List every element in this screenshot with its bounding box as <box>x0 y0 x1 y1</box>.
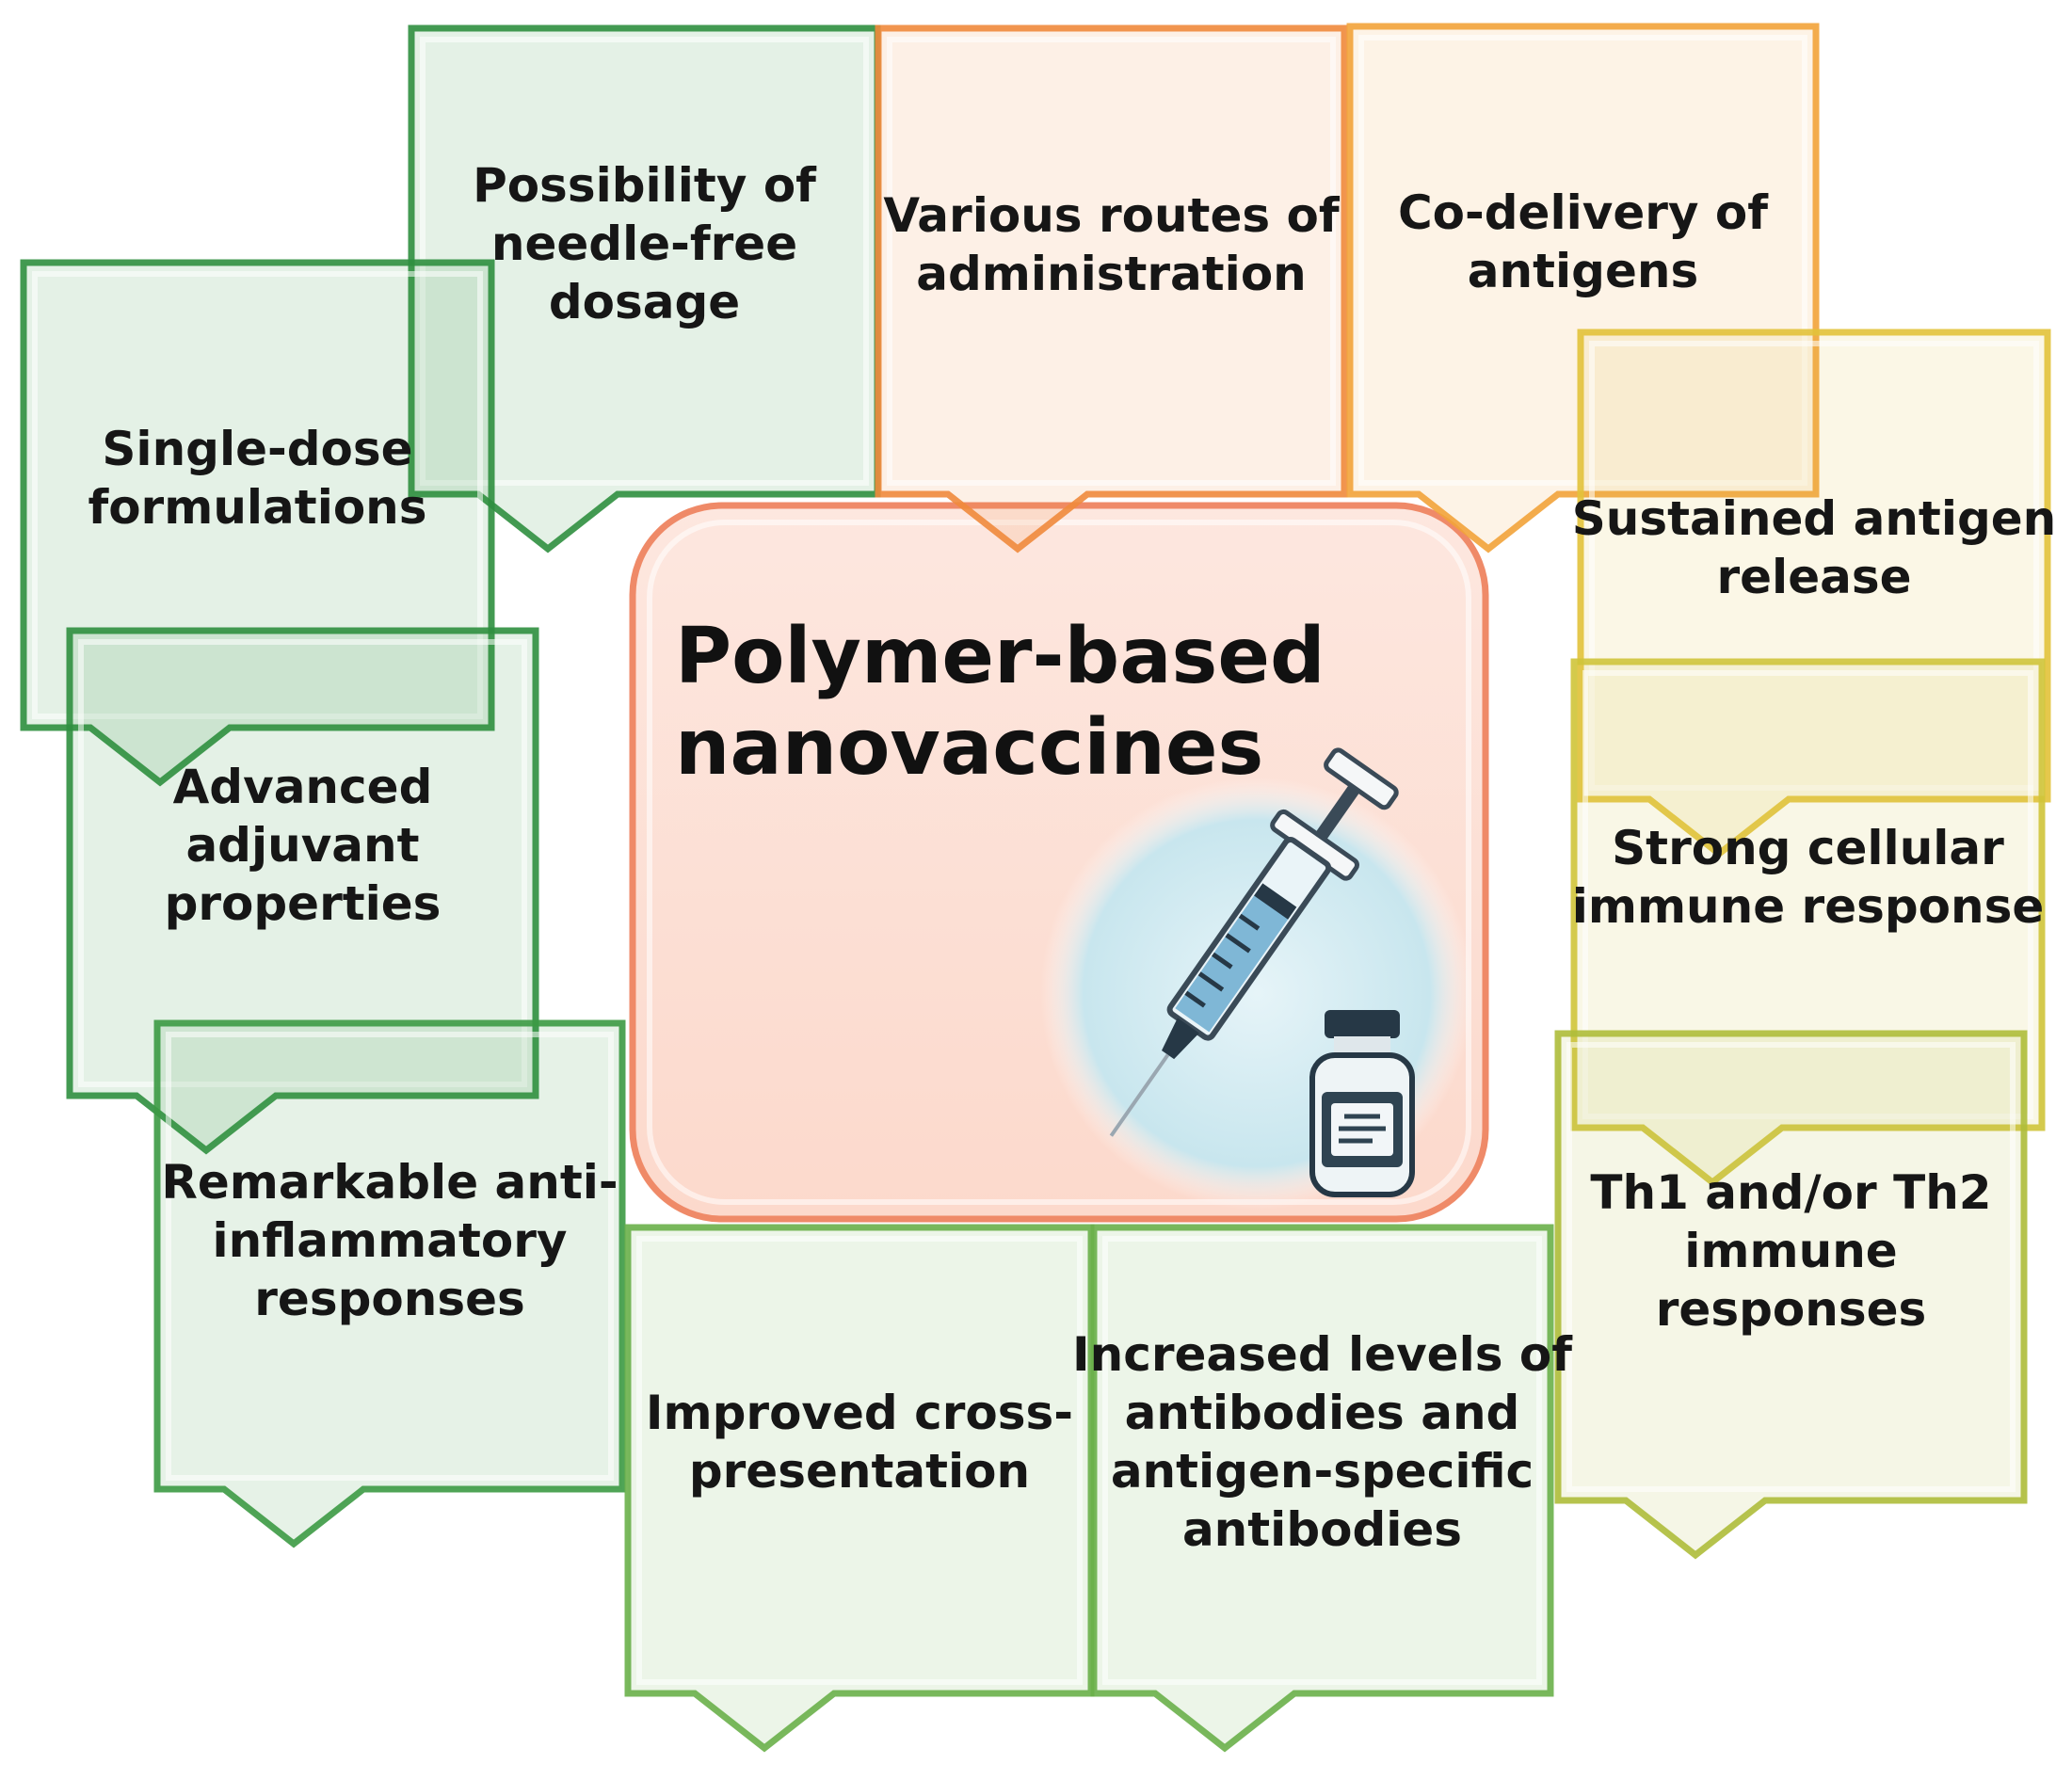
callout-text-cellular-response-line-2: immune response <box>1572 879 2045 934</box>
callout-text-adjuvant-line-3: properties <box>165 876 442 931</box>
callout-text-needle-free-line-2: needle-free <box>491 216 797 271</box>
callout-text-co-delivery-line-2: antigens <box>1468 244 1698 298</box>
callout-text-antibodies-line-1: Increased levels of <box>1072 1327 1573 1382</box>
callout-text-cross-presentation-line-1: Improved cross- <box>646 1386 1073 1440</box>
callout-text-cross-presentation-line-2: presentation <box>689 1444 1030 1499</box>
callout-bevel-antibodies <box>1102 1236 1542 1685</box>
callout-text-needle-free-line-1: Possibility of <box>473 158 817 213</box>
callout-text-anti-inflammatory-line-1: Remarkable anti- <box>161 1155 618 1210</box>
callout-shape-th1-th2 <box>1554 1030 2028 1560</box>
callout-shape-cellular-response <box>1570 658 2046 1187</box>
callout-text-co-delivery-line-1: Co-delivery of <box>1398 185 1769 240</box>
callout-shape-antibodies <box>1090 1224 1554 1753</box>
syringe-and-vial-icon <box>1040 747 1473 1210</box>
callout-bevel-anti-inflammatory <box>166 1032 614 1481</box>
callout-bevel-routes <box>887 37 1336 486</box>
callout-text-antibodies-line-4: antibodies <box>1182 1502 1462 1557</box>
callout-bevel-cellular-response <box>1582 670 2033 1119</box>
callout-shape-anti-inflammatory <box>153 1019 626 1548</box>
callout-text-sustained-release-line-1: Sustained antigen <box>1572 491 2057 546</box>
callout-bevel-cross-presentation <box>636 1236 1083 1685</box>
callout-text-routes-line-1: Various routes of <box>883 188 1341 243</box>
center-title-line-1: Polymer-based <box>675 612 1325 701</box>
callout-text-routes-line-2: administration <box>916 247 1307 301</box>
callout-shape-routes <box>875 24 1348 553</box>
callout-text-sustained-release-line-2: release <box>1716 550 1911 604</box>
callout-text-adjuvant-line-1: Advanced <box>173 760 433 814</box>
callout-shape-sustained-release <box>1577 329 2051 858</box>
callout-text-adjuvant-line-2: adjuvant <box>185 818 419 873</box>
callout-bevel-sustained-release <box>1589 341 2039 791</box>
callout-cross-presentation: Improved cross-presentation <box>624 1224 1095 1753</box>
center-title-line-2: nanovaccines <box>675 703 1263 793</box>
callout-text-antibodies-line-3: antigen-specific <box>1111 1444 1534 1499</box>
callout-text-cellular-response-line-1: Strong cellular <box>1612 821 2004 875</box>
callout-text-needle-free-line-3: dosage <box>549 275 740 329</box>
callout-bevel-single-dose <box>32 271 483 719</box>
center-box: Polymer-based nanovaccines <box>629 502 1489 1223</box>
callout-text-anti-inflammatory-line-2: inflammatory <box>213 1213 568 1268</box>
callout-shape-single-dose <box>20 259 495 787</box>
callout-bevel-th1-th2 <box>1566 1042 2016 1492</box>
callout-shape-co-delivery <box>1346 23 1820 553</box>
callout-text-single-dose-line-2: formulations <box>88 480 426 535</box>
callout-text-anti-inflammatory-line-3: responses <box>254 1272 525 1326</box>
callout-text-th1-th2-line-1: Th1 and/or Th2 <box>1590 1165 1991 1220</box>
callout-text-single-dose-line-1: Single-dose <box>102 422 412 476</box>
callout-text-th1-th2-line-2: immune <box>1684 1224 1897 1278</box>
callout-bevel-adjuvant <box>78 639 527 1087</box>
callout-text-antibodies-line-2: antibodies and <box>1125 1386 1520 1440</box>
callout-text-th1-th2-line-3: responses <box>1656 1282 1927 1337</box>
